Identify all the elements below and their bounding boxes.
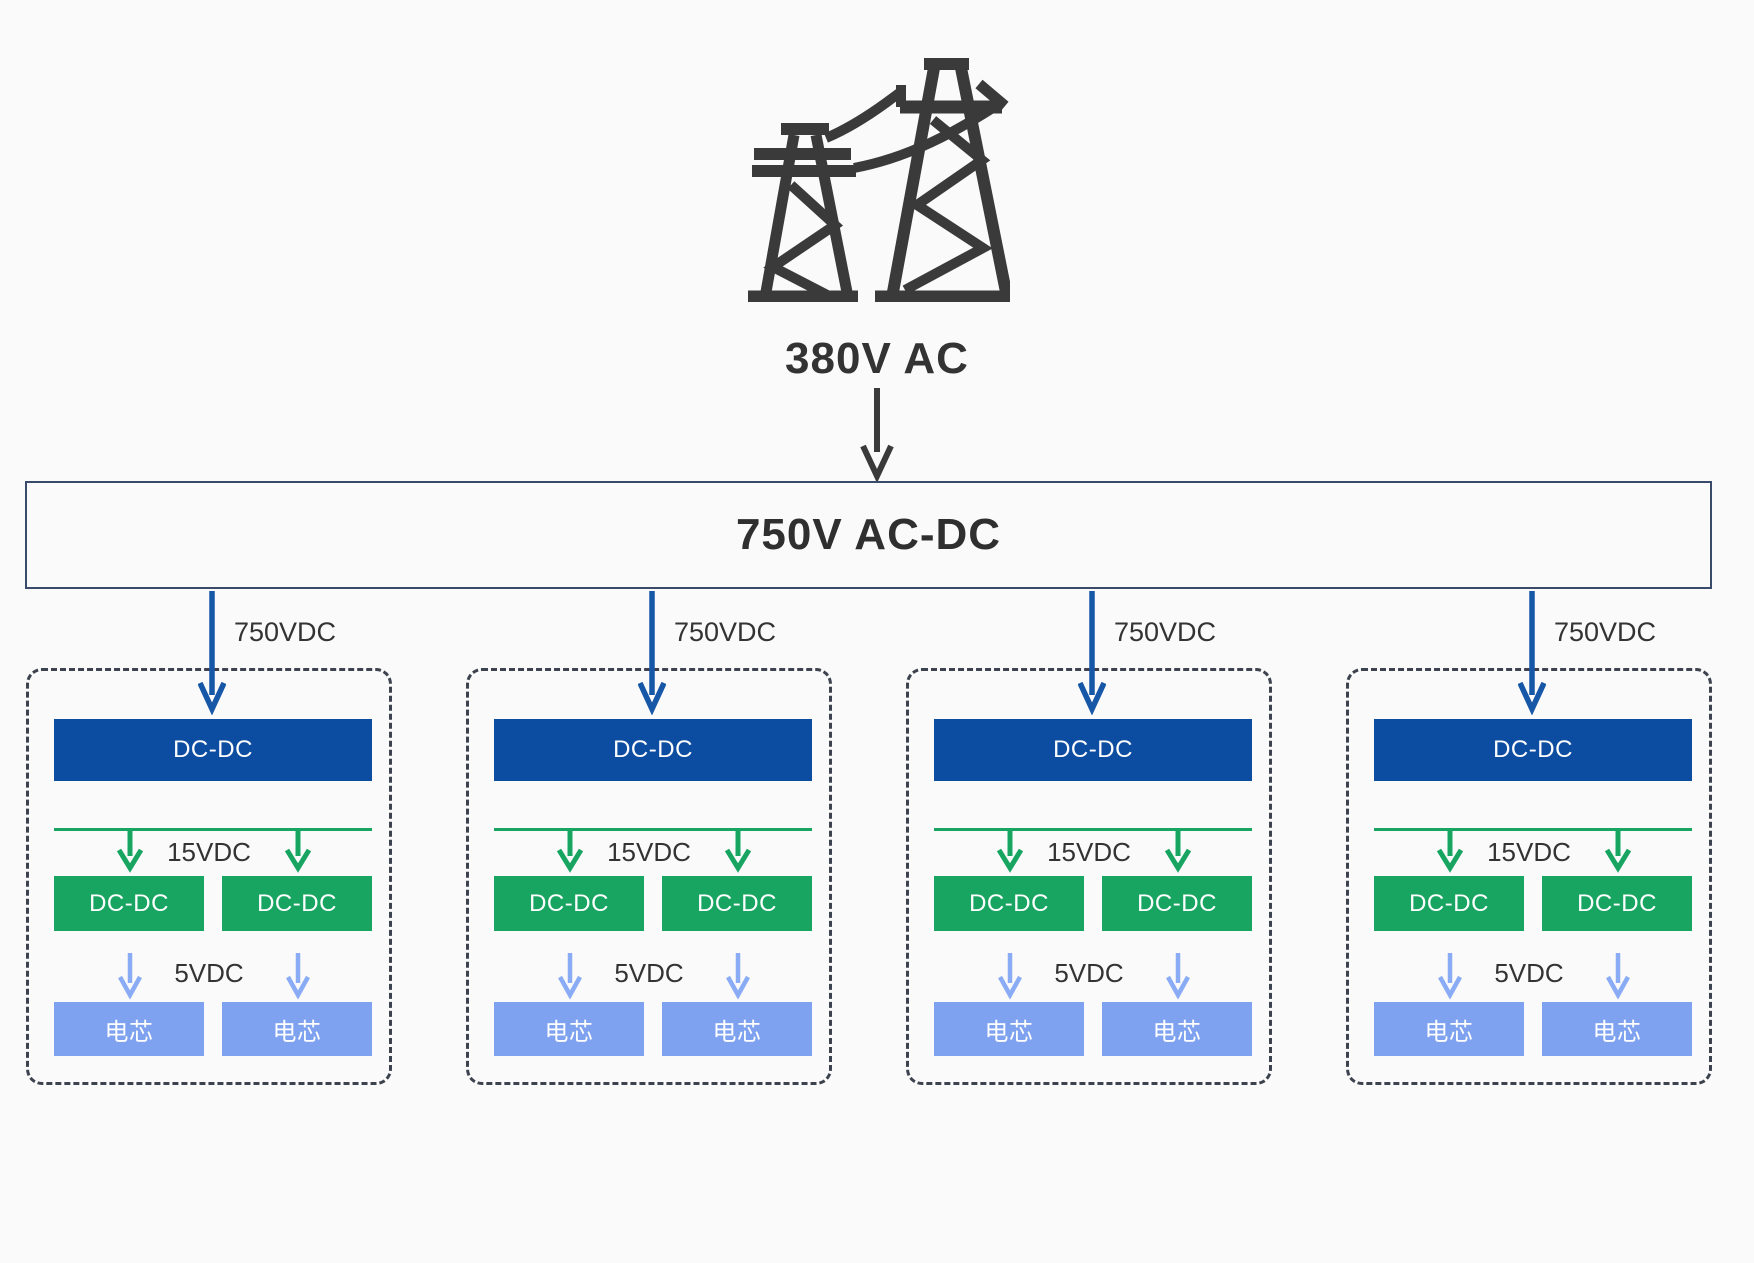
primary-dcdc-box: DC-DC xyxy=(54,719,372,781)
mid-bus-voltage-label: 15VDC xyxy=(607,837,691,867)
battery-cell-label: 电芯 xyxy=(1152,1018,1202,1046)
battery-cell-label: 电芯 xyxy=(984,1018,1034,1046)
feed-voltage-label: 750VDC xyxy=(234,617,337,647)
secondary-dcdc-box: DC-DC xyxy=(1542,876,1692,931)
secondary-dcdc-box: DC-DC xyxy=(934,876,1084,931)
mid-bus-line xyxy=(494,828,812,831)
mid-bus-arrow xyxy=(724,830,752,873)
secondary-dcdc-box: DC-DC xyxy=(222,876,372,931)
battery-cell-box: 电芯 xyxy=(662,1002,812,1056)
secondary-dcdc-box: DC-DC xyxy=(494,876,644,931)
mid-bus-line xyxy=(54,828,372,831)
mid-bus-line xyxy=(1374,828,1692,831)
battery-cell-label: 电芯 xyxy=(272,1018,322,1046)
battery-cell-box: 电芯 xyxy=(1102,1002,1252,1056)
rectifier-box: 750V AC-DC xyxy=(25,481,1712,589)
mid-bus-arrow xyxy=(1436,830,1464,873)
dc-feed-arrow xyxy=(1518,591,1546,715)
cell-row: 电芯 电芯 xyxy=(1374,1002,1692,1056)
primary-dcdc-box: DC-DC xyxy=(494,719,812,781)
secondary-dcdc-box: DC-DC xyxy=(662,876,812,931)
battery-cell-label: 电芯 xyxy=(104,1018,154,1046)
grid-to-rectifier-arrow xyxy=(860,388,894,482)
secondary-dcdc-row: DC-DC DC-DC xyxy=(1374,876,1692,931)
cell-feed-arrow xyxy=(726,953,750,1000)
cell-feed-arrow xyxy=(1438,953,1462,1000)
mid-bus-arrow xyxy=(284,830,312,873)
dc-feed-arrow xyxy=(638,591,666,715)
cell-row: 电芯 电芯 xyxy=(54,1002,372,1056)
secondary-dcdc-label: DC-DC xyxy=(257,889,337,917)
mid-bus-arrow xyxy=(1604,830,1632,873)
secondary-dcdc-row: DC-DC DC-DC xyxy=(934,876,1252,931)
mid-bus-line xyxy=(934,828,1252,831)
primary-dcdc-label: DC-DC xyxy=(613,736,693,763)
mid-bus-arrow xyxy=(1164,830,1192,873)
feed-voltage-label: 750VDC xyxy=(1114,617,1217,647)
cell-feed-arrow xyxy=(558,953,582,1000)
battery-cluster: 750VDC DC-DC 15VDC DC-DC DC-DC xyxy=(906,591,1272,1085)
mid-bus-arrow xyxy=(996,830,1024,873)
secondary-dcdc-label: DC-DC xyxy=(1137,889,1217,917)
primary-dcdc-box: DC-DC xyxy=(934,719,1252,781)
source-voltage-label: 380V AC xyxy=(785,334,969,383)
secondary-dcdc-row: DC-DC DC-DC xyxy=(54,876,372,931)
secondary-dcdc-label: DC-DC xyxy=(89,889,169,917)
mid-bus-voltage-label: 15VDC xyxy=(1047,837,1131,867)
cell-feed-arrow xyxy=(1166,953,1190,1000)
battery-cell-label: 电芯 xyxy=(1592,1018,1642,1046)
battery-cluster: 750VDC DC-DC 15VDC DC-DC DC-DC xyxy=(1346,591,1712,1085)
battery-cell-box: 电芯 xyxy=(934,1002,1084,1056)
transmission-tower-icon xyxy=(748,58,1010,302)
secondary-dcdc-label: DC-DC xyxy=(969,889,1049,917)
dc-feed-arrow xyxy=(198,591,226,715)
battery-cell-label: 电芯 xyxy=(712,1018,762,1046)
mid-bus-voltage-label: 15VDC xyxy=(1487,837,1571,867)
battery-cell-box: 电芯 xyxy=(222,1002,372,1056)
feed-voltage-label: 750VDC xyxy=(1554,617,1657,647)
mid-bus-arrow xyxy=(116,830,144,873)
battery-cluster: 750VDC DC-DC 15VDC DC-DC DC-DC xyxy=(26,591,392,1085)
primary-dcdc-label: DC-DC xyxy=(1493,736,1573,763)
battery-cell-label: 电芯 xyxy=(544,1018,594,1046)
feed-voltage-label: 750VDC xyxy=(674,617,777,647)
secondary-dcdc-label: DC-DC xyxy=(1577,889,1657,917)
cell-feed-arrow xyxy=(118,953,142,1000)
secondary-dcdc-row: DC-DC DC-DC xyxy=(494,876,812,931)
secondary-dcdc-box: DC-DC xyxy=(1374,876,1524,931)
low-bus-voltage-label: 5VDC xyxy=(1494,958,1564,988)
mid-bus-arrow xyxy=(556,830,584,873)
low-bus-voltage-label: 5VDC xyxy=(1054,958,1124,988)
secondary-dcdc-box: DC-DC xyxy=(54,876,204,931)
secondary-dcdc-box: DC-DC xyxy=(1102,876,1252,931)
low-bus-voltage-label: 5VDC xyxy=(174,958,244,988)
battery-cell-box: 电芯 xyxy=(54,1002,204,1056)
primary-dcdc-label: DC-DC xyxy=(1053,736,1133,763)
primary-dcdc-label: DC-DC xyxy=(173,736,253,763)
mid-bus-voltage-label: 15VDC xyxy=(167,837,251,867)
battery-cell-label: 电芯 xyxy=(1424,1018,1474,1046)
cell-feed-arrow xyxy=(286,953,310,1000)
battery-cluster: 750VDC DC-DC 15VDC DC-DC DC-DC xyxy=(466,591,832,1085)
primary-dcdc-box: DC-DC xyxy=(1374,719,1692,781)
battery-cell-box: 电芯 xyxy=(1542,1002,1692,1056)
battery-cell-box: 电芯 xyxy=(1374,1002,1524,1056)
battery-cell-box: 电芯 xyxy=(494,1002,644,1056)
cell-row: 电芯 电芯 xyxy=(934,1002,1252,1056)
secondary-dcdc-label: DC-DC xyxy=(697,889,777,917)
low-bus-voltage-label: 5VDC xyxy=(614,958,684,988)
cell-feed-arrow xyxy=(1606,953,1630,1000)
secondary-dcdc-label: DC-DC xyxy=(529,889,609,917)
secondary-dcdc-label: DC-DC xyxy=(1409,889,1489,917)
rectifier-label: 750V AC-DC xyxy=(735,510,1002,559)
dc-feed-arrow xyxy=(1078,591,1106,715)
cell-feed-arrow xyxy=(998,953,1022,1000)
cell-row: 电芯 电芯 xyxy=(494,1002,812,1056)
